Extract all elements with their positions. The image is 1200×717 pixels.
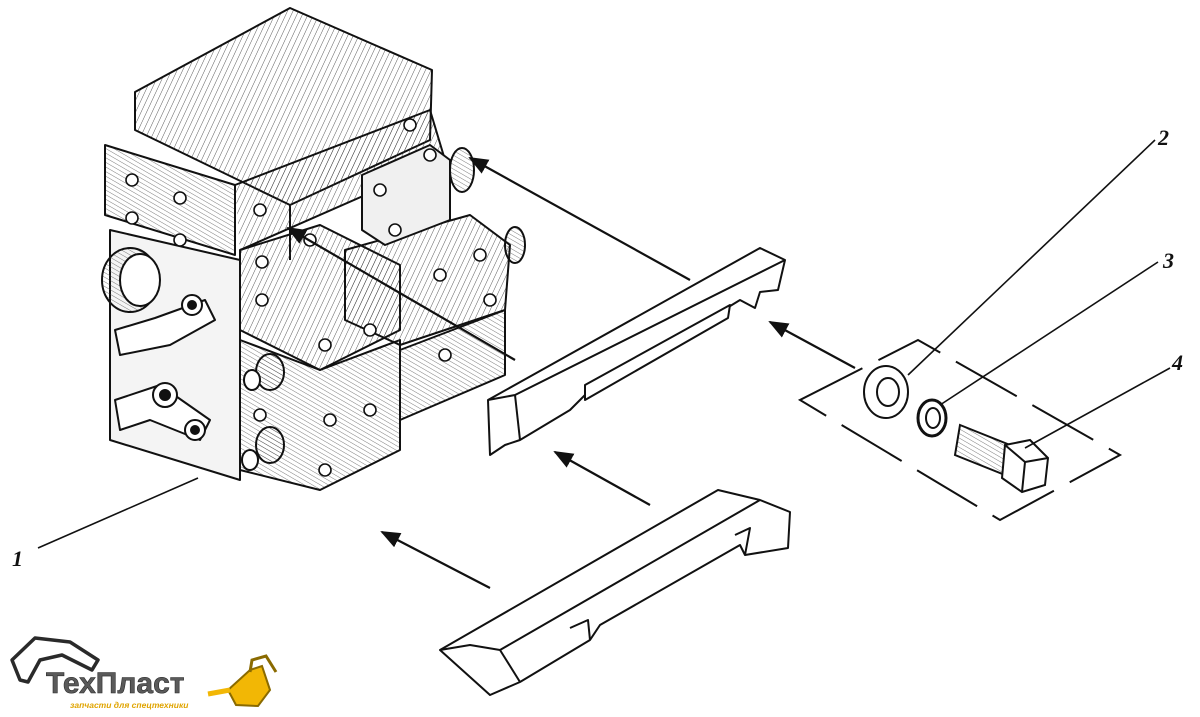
logo-name: ТехПласт <box>46 667 185 700</box>
valve-block-assembly <box>101 7 526 491</box>
assembly-arrows <box>286 157 856 589</box>
callout-3: 3 <box>1162 248 1174 273</box>
callout-2: 2 <box>1157 125 1169 150</box>
lower-cover-strip <box>439 489 791 696</box>
arrow-lower-to-block <box>380 531 491 589</box>
adjust-knob-right <box>449 147 475 193</box>
valve-section-top-right <box>361 144 451 246</box>
logo-excavator-arm-icon <box>10 636 100 684</box>
arrow-lower-to-upper <box>553 451 651 506</box>
spool-nut-lower <box>255 426 285 464</box>
side-fitting <box>504 226 526 264</box>
arrow-strip-to-top <box>468 157 691 281</box>
callout-4: 4 <box>1171 350 1183 375</box>
arrow-hardware-to-strip <box>768 321 856 369</box>
hardware-panel-outline <box>797 338 1123 522</box>
callout-leaders <box>37 139 1171 549</box>
hex-bolt <box>953 423 1050 494</box>
upper-cover-strip <box>487 247 786 456</box>
valve-front-face <box>104 144 236 256</box>
logo-tagline: запчасти для спецтехники <box>70 700 189 710</box>
valve-section-right-lower <box>399 309 506 421</box>
techplast-logo: ТехПласт запчасти для спецтехники <box>10 636 278 710</box>
callout-1: 1 <box>12 546 23 571</box>
arrow-strip-to-block <box>286 227 516 361</box>
logo-bucket-icon <box>226 664 272 708</box>
hardware-panel <box>797 338 1123 522</box>
